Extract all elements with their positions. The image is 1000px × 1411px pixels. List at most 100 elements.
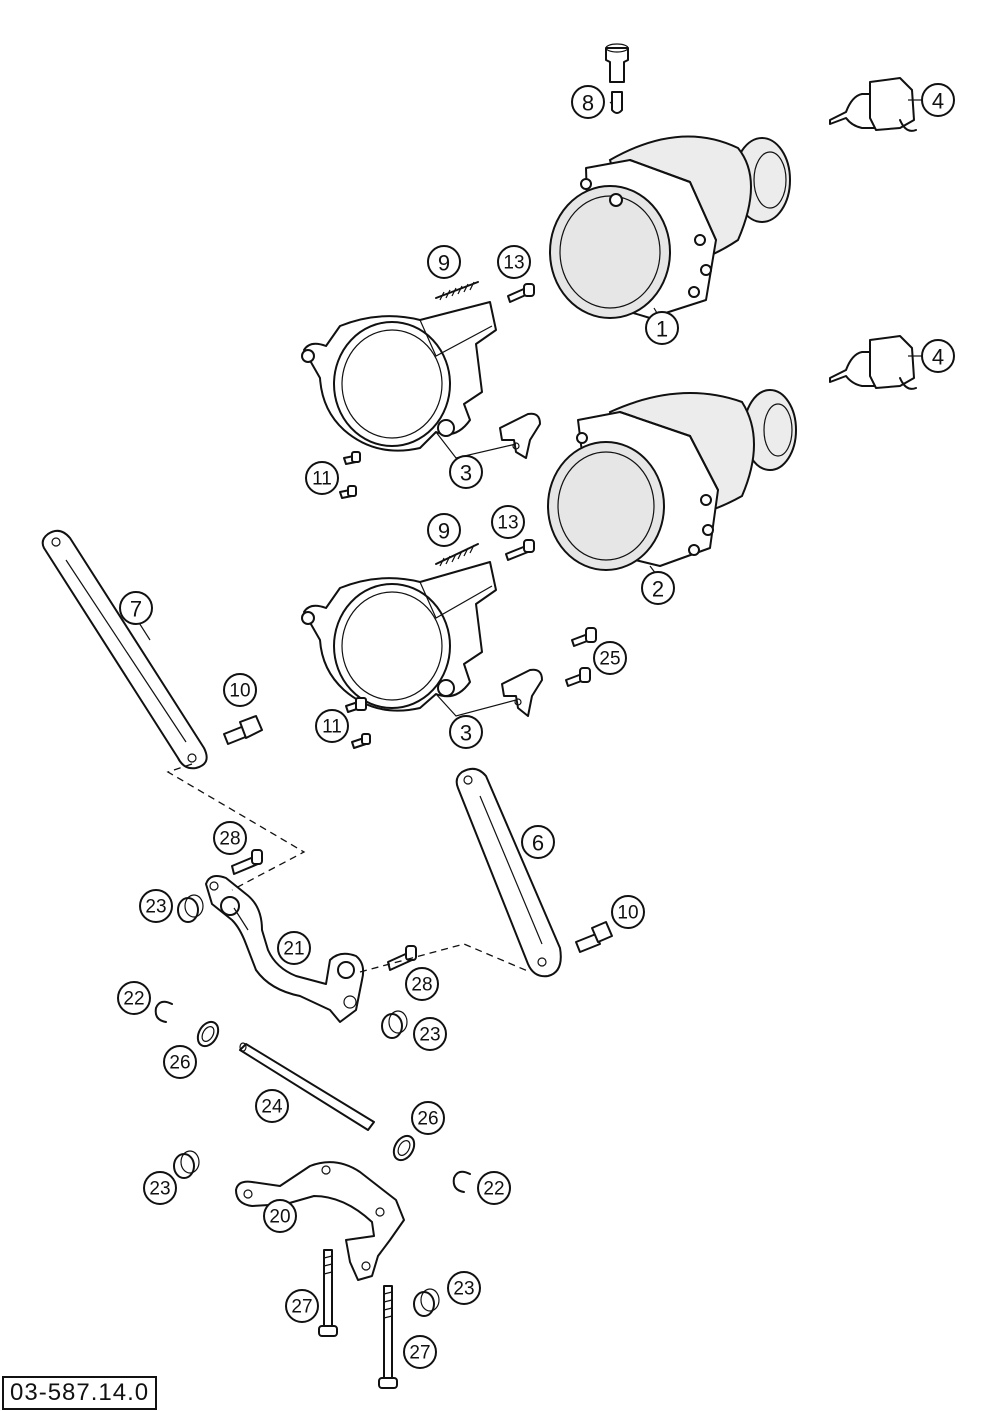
callout-2: 2 [641, 571, 675, 605]
callout-27a: 27 [285, 1289, 319, 1323]
svg-text:20: 20 [269, 1207, 290, 1228]
callout-23c: 23 [143, 1171, 177, 1205]
callout-3b: 3 [449, 715, 483, 749]
svg-text:6: 6 [532, 831, 544, 856]
screw-part-25 [565, 627, 597, 687]
svg-text:8: 8 [582, 91, 594, 116]
callout-23b: 23 [413, 1017, 447, 1051]
svg-text:27: 27 [409, 1343, 430, 1364]
svg-text:26: 26 [417, 1109, 438, 1130]
callout-10b: 10 [611, 895, 645, 929]
svg-text:3: 3 [460, 721, 472, 746]
grommet-part-23c [173, 1150, 200, 1179]
svg-text:23: 23 [145, 897, 166, 918]
callout-28a: 28 [213, 821, 247, 855]
grommet-part-23b [381, 1010, 408, 1039]
spring-part-upper [435, 281, 479, 301]
callout-11a: 11 [305, 461, 339, 495]
mounting-bracket-part-upper [499, 412, 541, 459]
svg-text:26: 26 [169, 1053, 190, 1074]
callout-4b: 4 [921, 339, 955, 373]
svg-text:2: 2 [652, 577, 664, 602]
svg-text:10: 10 [229, 681, 250, 702]
callout-9b: 9 [427, 513, 461, 547]
callout-8: 8 [571, 85, 605, 119]
svg-text:7: 7 [130, 597, 142, 622]
svg-text:23: 23 [419, 1025, 440, 1046]
lower-bracket-part-20 [235, 1161, 405, 1281]
callout-27b: 27 [403, 1335, 437, 1369]
svg-text:21: 21 [283, 939, 304, 960]
callout-23d: 23 [447, 1271, 481, 1305]
washer-part-26b [392, 1134, 416, 1162]
headlight-2-part [547, 389, 797, 571]
svg-text:1: 1 [656, 317, 668, 342]
callout-7: 7 [119, 591, 153, 625]
long-bolt-part-27b [378, 1285, 398, 1389]
drawing-number: 03-587.14.0 [2, 1376, 158, 1410]
callout-13a: 13 [497, 245, 531, 279]
headlight-1-part [549, 135, 791, 319]
svg-text:11: 11 [322, 717, 342, 738]
callout-22b: 22 [477, 1171, 511, 1205]
callout-23a: 23 [139, 889, 173, 923]
screw-part-11a [339, 451, 361, 499]
svg-text:23: 23 [453, 1279, 474, 1300]
svg-text:4: 4 [932, 89, 944, 114]
leader-lines [135, 99, 922, 931]
callout-20: 20 [263, 1199, 297, 1233]
svg-text:24: 24 [261, 1097, 283, 1118]
svg-text:13: 13 [503, 253, 524, 274]
svg-text:27: 27 [291, 1297, 312, 1318]
callout-4a: 4 [921, 83, 955, 117]
callout-10a: 10 [223, 673, 257, 707]
circlip-part-22b [452, 1170, 471, 1193]
headlight-housing-part-upper [301, 301, 497, 452]
svg-text:10: 10 [617, 903, 638, 924]
callout-25: 25 [593, 641, 627, 675]
callout-11b: 11 [315, 709, 349, 743]
svg-text:22: 22 [483, 1179, 504, 1200]
support-strut-part-7 [41, 529, 208, 770]
callout-9a: 9 [427, 245, 461, 279]
svg-text:3: 3 [460, 461, 472, 486]
spring-part-lower [435, 543, 479, 567]
callout-1: 1 [645, 311, 679, 345]
bulb-holder-part [605, 43, 629, 114]
bulb-part-lower [829, 335, 917, 390]
svg-text:9: 9 [438, 519, 450, 544]
svg-text:22: 22 [123, 989, 144, 1010]
washer-part-26a [196, 1020, 220, 1048]
bolt-part-10b [575, 921, 613, 953]
long-bolt-part-27a [318, 1249, 338, 1337]
adjusting-screw-part-lower [505, 539, 535, 561]
bulb-part-upper [829, 77, 917, 132]
headlight-housing-part-lower [301, 561, 497, 712]
svg-text:11: 11 [312, 469, 332, 490]
svg-text:25: 25 [599, 649, 620, 670]
screw-part-11b [345, 697, 371, 749]
callout-26a: 26 [163, 1045, 197, 1079]
grommet-part-23a [177, 894, 204, 923]
callout-26b: 26 [411, 1101, 445, 1135]
callout-3a: 3 [449, 455, 483, 489]
svg-text:28: 28 [219, 829, 240, 850]
callout-28b: 28 [405, 967, 439, 1001]
callout-13b: 13 [491, 505, 525, 539]
assembly-dashed-lines [166, 763, 531, 973]
support-strut-part-6 [455, 767, 562, 978]
grommet-part-23d [413, 1288, 440, 1317]
axle-part-24 [239, 1042, 375, 1131]
screw-part-28a [231, 849, 263, 875]
callout-24: 24 [255, 1089, 289, 1123]
svg-text:9: 9 [438, 251, 450, 276]
holder-bracket-part-21 [205, 875, 365, 1023]
circlip-part-22a [154, 1000, 173, 1023]
adjusting-screw-part-upper [507, 283, 535, 303]
callout-21: 21 [277, 931, 311, 965]
callout-22a: 22 [117, 981, 151, 1015]
bolt-part-10a [223, 715, 263, 745]
svg-text:23: 23 [149, 1179, 170, 1200]
svg-text:28: 28 [411, 975, 432, 996]
